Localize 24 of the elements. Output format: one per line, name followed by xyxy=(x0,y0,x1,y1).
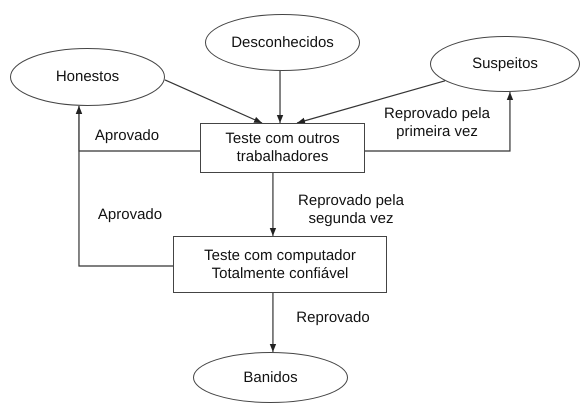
node-label: Teste com outros trabalhadores xyxy=(224,130,341,166)
edge-label: Reprovado pela segunda vez xyxy=(297,192,405,228)
node-label: Teste com computador Totalmente confiável xyxy=(203,246,357,282)
edge-label: Reprovado pela primeira vez xyxy=(383,105,491,141)
ellipse-node xyxy=(430,36,580,92)
node-label: Banidos xyxy=(243,368,298,386)
arrow xyxy=(296,80,446,124)
arrow xyxy=(365,92,514,152)
process-box xyxy=(200,123,365,173)
edge-label: Reprovado xyxy=(296,309,370,327)
arrow xyxy=(164,79,262,124)
node-label: Honestos xyxy=(56,68,120,86)
arrow xyxy=(270,173,276,236)
ellipse-node xyxy=(205,14,360,71)
ellipse-node xyxy=(193,352,348,403)
arrow xyxy=(76,106,173,267)
arrow xyxy=(276,71,284,123)
process-box xyxy=(173,236,387,293)
node-label: Desconhecidos xyxy=(231,34,334,52)
arrow xyxy=(270,293,276,352)
ellipse-node xyxy=(10,48,165,106)
edge-label: Aprovado xyxy=(98,206,162,224)
edge-label: Aprovado xyxy=(94,127,160,145)
node-label: Suspeitos xyxy=(472,55,538,73)
